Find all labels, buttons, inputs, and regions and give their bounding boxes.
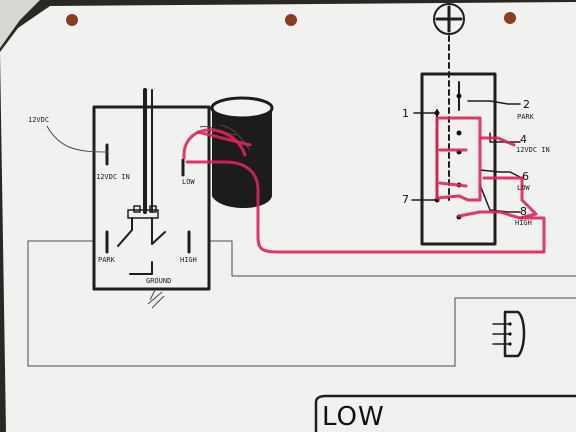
- terminal-1-label: 1: [402, 107, 409, 120]
- in-12vdc-label: 12VDC IN: [96, 173, 130, 181]
- punch-hole-left: [66, 14, 78, 26]
- mode-label: LOW: [322, 402, 385, 432]
- in-12vdc-switch-label: 12VDC IN: [516, 146, 550, 154]
- terminal-4-label: 4: [520, 133, 527, 146]
- terminal-2-label: 2: [523, 98, 530, 111]
- low-switch-label: LOW: [517, 184, 530, 192]
- mode-label-box: LOW: [314, 394, 576, 432]
- terminal-8-label: 8: [520, 205, 527, 218]
- punch-hole-middle: [285, 14, 297, 26]
- park-switch-label: PARK: [517, 113, 535, 121]
- paper-corner: [0, 0, 40, 48]
- high-terminal-label: HIGH: [180, 256, 197, 264]
- low-circuit-highlight: [182, 116, 546, 254]
- punch-hole-right: [504, 12, 516, 24]
- connector-plug-icon: [492, 310, 526, 358]
- park-terminal-label: PARK: [98, 256, 116, 264]
- ground-wire-loop: [27, 240, 576, 367]
- input-12vdc-label: 12VDC: [28, 116, 49, 124]
- terminal-7-label: 7: [402, 193, 409, 206]
- ground-label: GROUND: [146, 277, 171, 285]
- low-terminal-label: LOW: [182, 178, 195, 186]
- wiper-motor-box: [46, 88, 211, 309]
- terminal-6-label: 6: [522, 170, 529, 183]
- high-switch-label: HIGH: [515, 219, 532, 227]
